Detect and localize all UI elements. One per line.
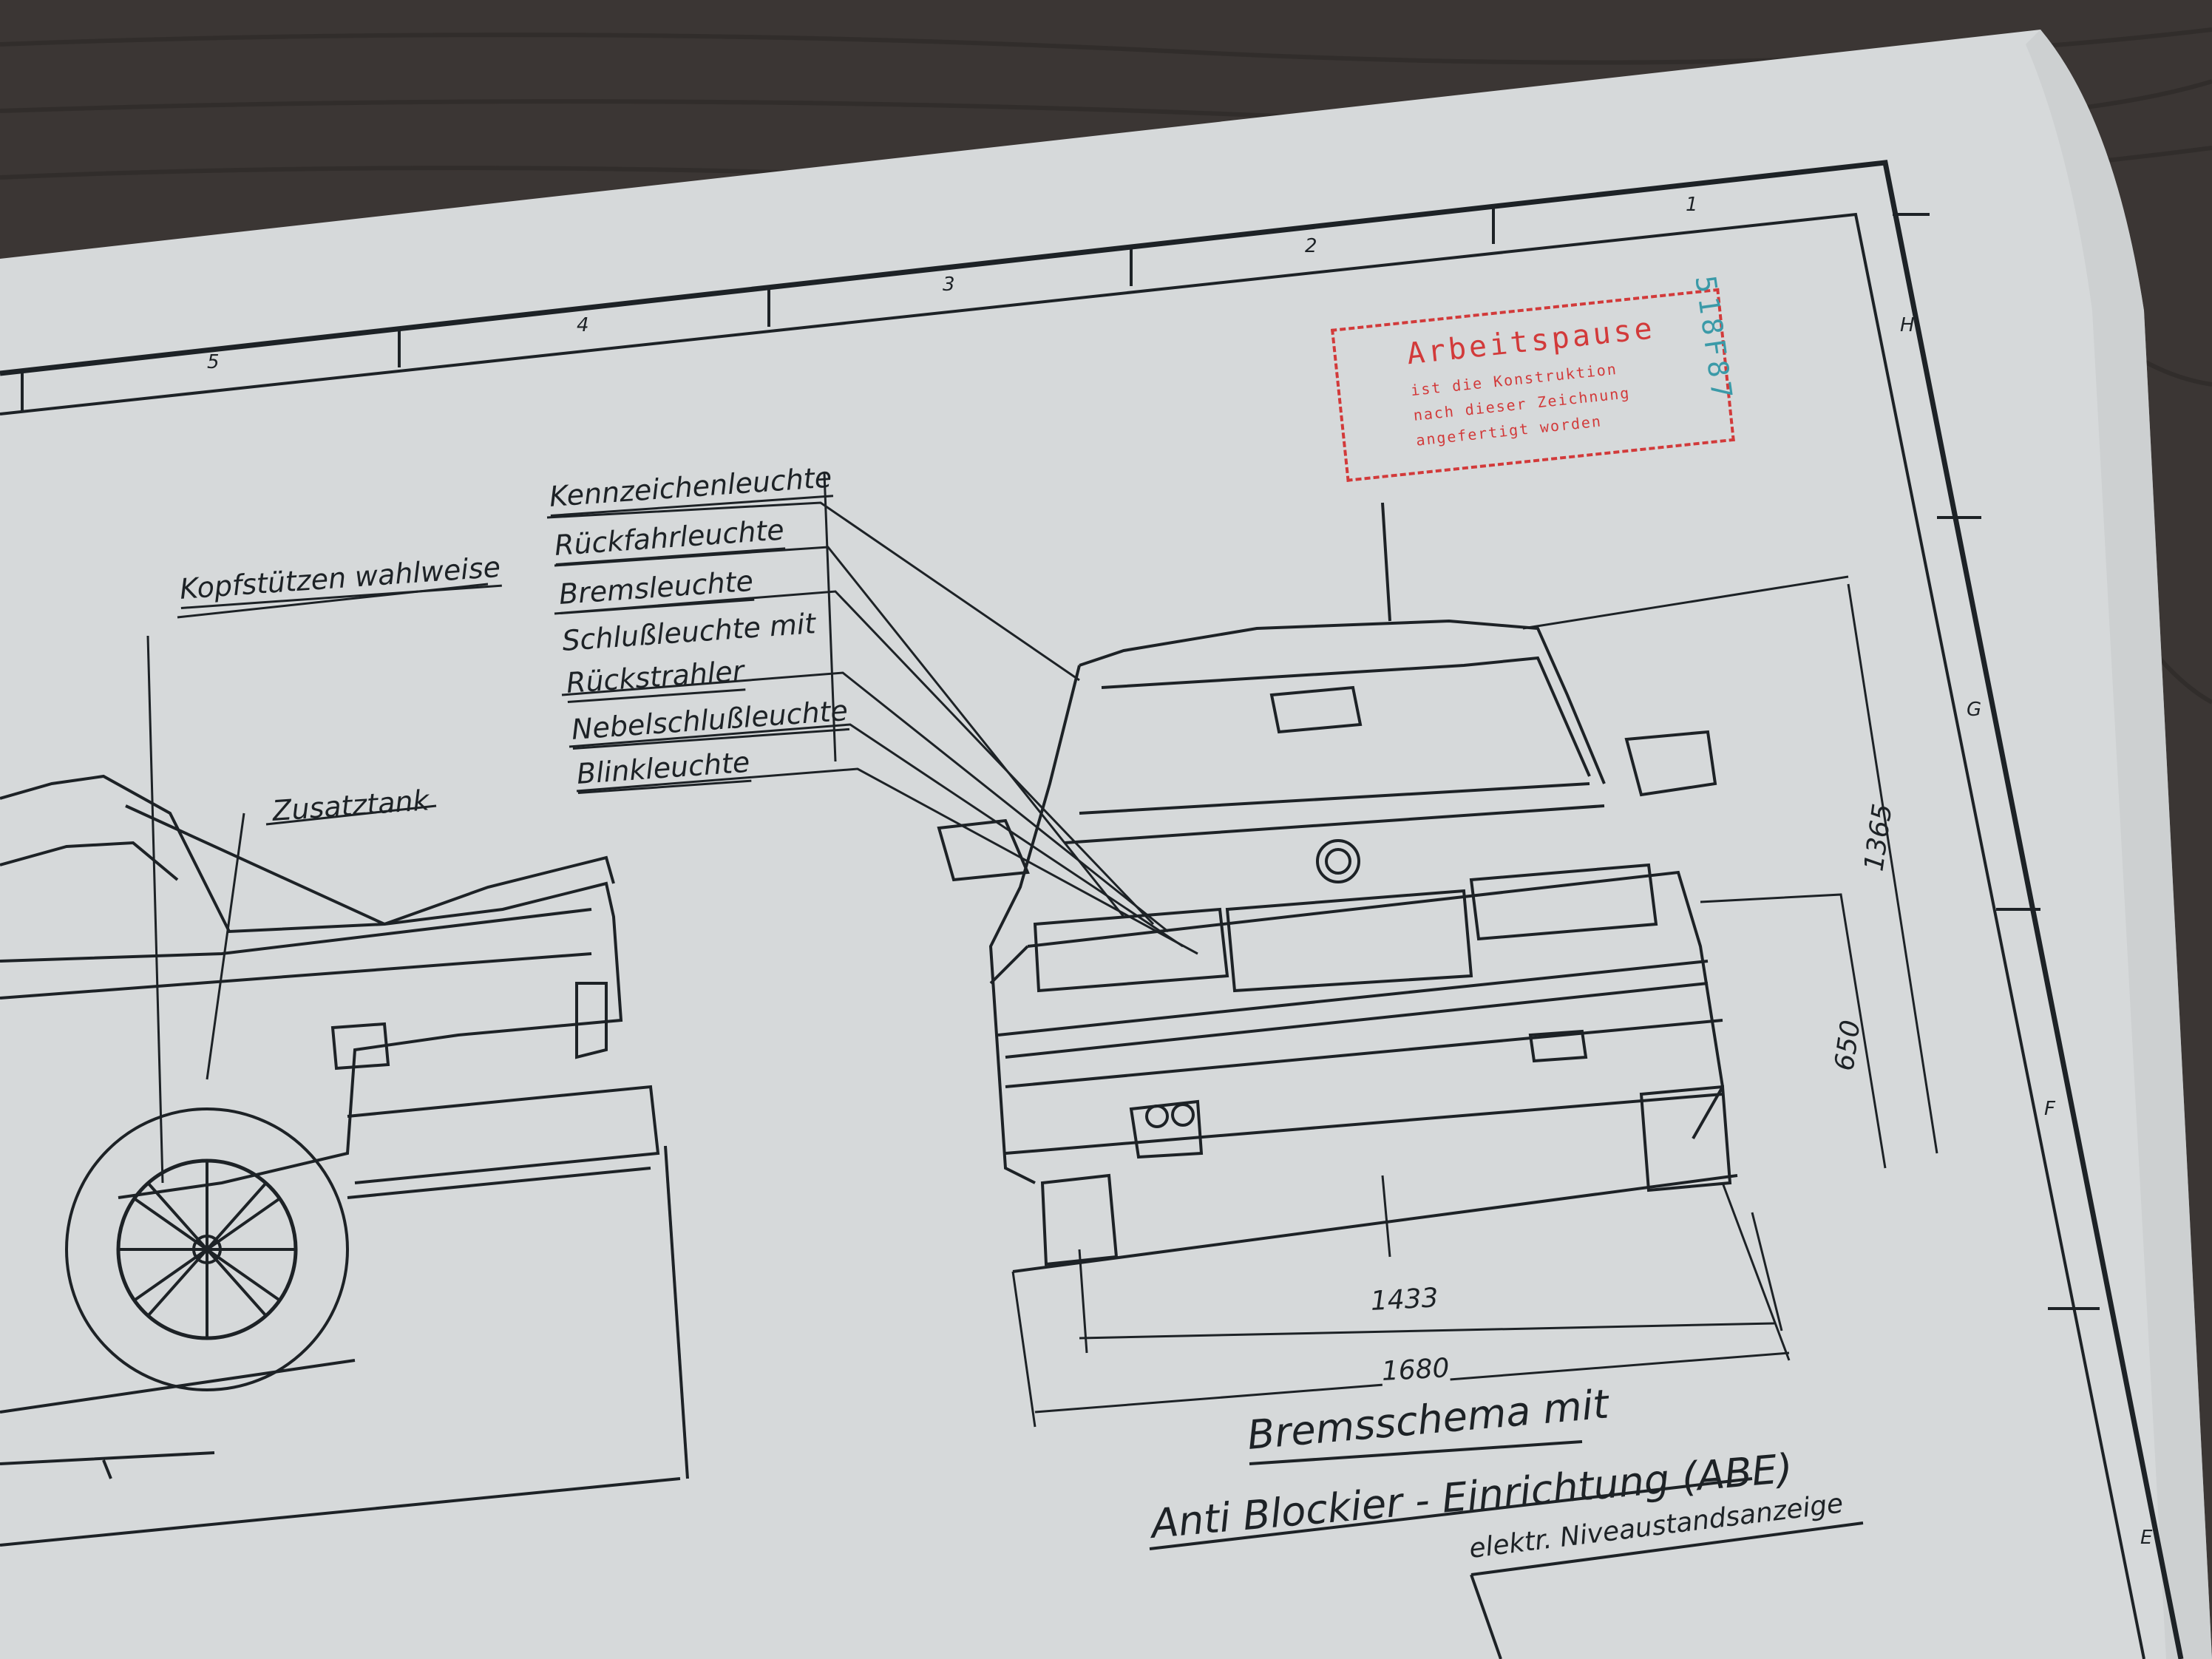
car-rear-view xyxy=(937,502,1738,1273)
car-side-view xyxy=(0,635,689,1547)
paper-shadow xyxy=(2026,30,2212,1659)
dim-width-1680: 1680 xyxy=(1380,1353,1451,1387)
zone-number-5: 5 xyxy=(207,351,220,373)
paper-sheet xyxy=(0,30,2212,1659)
row-letter-h: H xyxy=(1900,314,1915,336)
stamp-line1: Arbeitspause xyxy=(1405,311,1657,372)
zone-number-3: 3 xyxy=(943,274,955,296)
zone-number-4: 4 xyxy=(577,314,589,336)
zone-number-1: 1 xyxy=(1686,194,1698,216)
dimension-lines xyxy=(1011,575,1938,1428)
dim-track-1433: 1433 xyxy=(1369,1283,1439,1317)
row-letter-g: G xyxy=(1967,699,1982,721)
row-letter-f: F xyxy=(2044,1098,2055,1120)
zone-number-2: 2 xyxy=(1305,235,1317,257)
callout-leaders xyxy=(177,472,1198,955)
title-underlines xyxy=(1149,1440,1864,1659)
row-letter-e: E xyxy=(2140,1527,2153,1549)
drawing-frame xyxy=(0,160,2184,1659)
